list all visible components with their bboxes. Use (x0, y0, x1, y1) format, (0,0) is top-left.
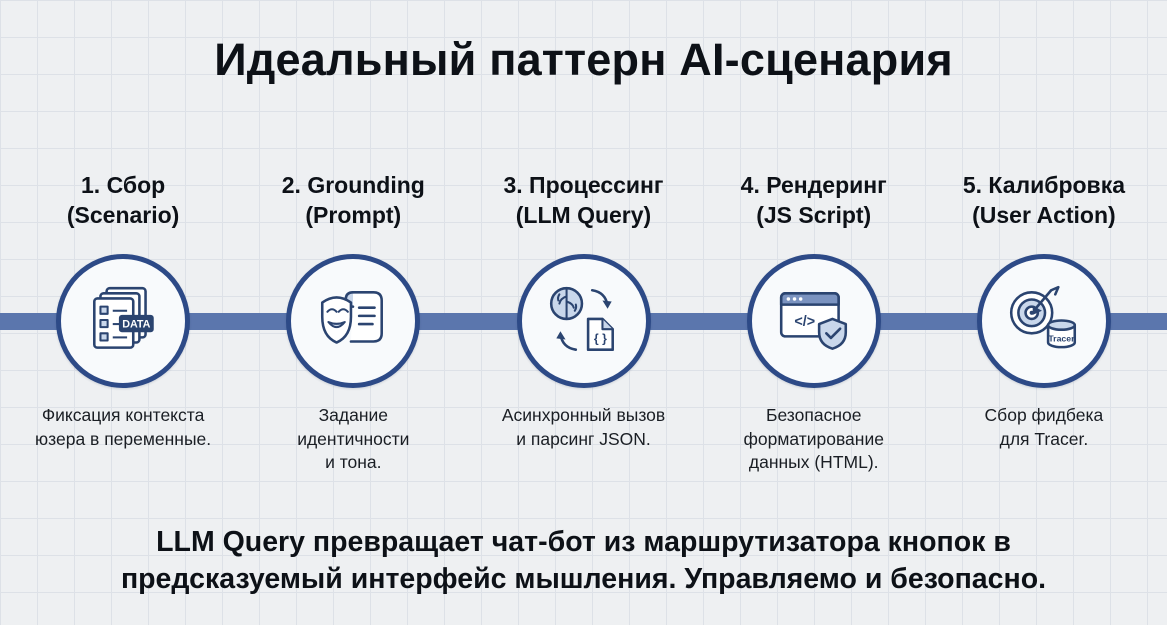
step-circle (286, 254, 421, 388)
browser-shield-icon: </> (779, 292, 847, 350)
step-title: 3. Процессинг (LLM Query) (503, 158, 663, 230)
step-title-line2: (JS Script) (756, 201, 872, 228)
sync-arrowhead-up (555, 331, 566, 340)
steps-row: 1. Сбор (Scenario) (0, 158, 1167, 475)
step-calibration: 5. Калибровка (User Action) (929, 158, 1159, 475)
step-description: Безопасное форматирование данных (HTML). (743, 405, 884, 473)
step-rendering: 4. Рендеринг (JS Script) </> (699, 158, 929, 475)
step-description: Асинхронный вызов и парсинг JSON. (501, 405, 666, 449)
step-title: 1. Сбор (Scenario) (67, 158, 179, 230)
footer-statement: LLM Query превращает чат-бот из маршрути… (120, 526, 1047, 596)
step-title: 2. Grounding (Prompt) (282, 158, 425, 230)
step-circle: </> (746, 254, 881, 388)
target-tracer-icon: Tracer (1009, 285, 1076, 349)
step-grounding: 2. Grounding (Prompt) (238, 158, 468, 475)
step-title-line2: (Scenario) (66, 201, 180, 228)
step-processing: 3. Процессинг (LLM Query) { } (468, 158, 698, 475)
step-title-line1: 2. Grounding (281, 172, 425, 199)
documents-data-icon: DATA (93, 286, 154, 349)
step-title-line1: 3. Процессинг (503, 172, 664, 199)
step-circle: { } (516, 254, 651, 388)
data-tag-label: DATA (122, 319, 150, 331)
step-description: Сбор фидбека для Tracer. (984, 405, 1104, 449)
code-tag-label: </> (794, 314, 815, 330)
step-title-line1: 4. Рендеринг (740, 172, 887, 199)
tracer-db-label: Tracer (1048, 334, 1075, 344)
sync-arrowhead-down (601, 300, 612, 309)
step-title-line2: (LLM Query) (515, 201, 652, 228)
step-title: 4. Рендеринг (JS Script) (741, 158, 887, 230)
step-circle: DATA (56, 254, 191, 388)
step-description: Фиксация контекста юзера в переменные. (35, 405, 212, 449)
page-title: Идеальный паттерн AI-сценария (214, 34, 953, 85)
data-tag (118, 314, 154, 333)
step-title-line2: (User Action) (972, 201, 1116, 228)
step-scenario: 1. Сбор (Scenario) (8, 158, 238, 475)
arrow-tip (1032, 305, 1042, 315)
step-title-line1: 5. Калибровка (962, 172, 1125, 199)
step-description: Задание идентичности и тона. (297, 405, 410, 473)
step-title-line1: 1. Сбор (81, 172, 166, 199)
step-circle: Tracer (976, 254, 1111, 388)
step-title: 5. Калибровка (User Action) (963, 158, 1125, 230)
json-braces-label: { } (593, 332, 606, 346)
step-title-line2: (Prompt) (305, 201, 402, 228)
mask-scroll-icon (321, 291, 384, 344)
brain-json-icon: { } (549, 286, 614, 351)
